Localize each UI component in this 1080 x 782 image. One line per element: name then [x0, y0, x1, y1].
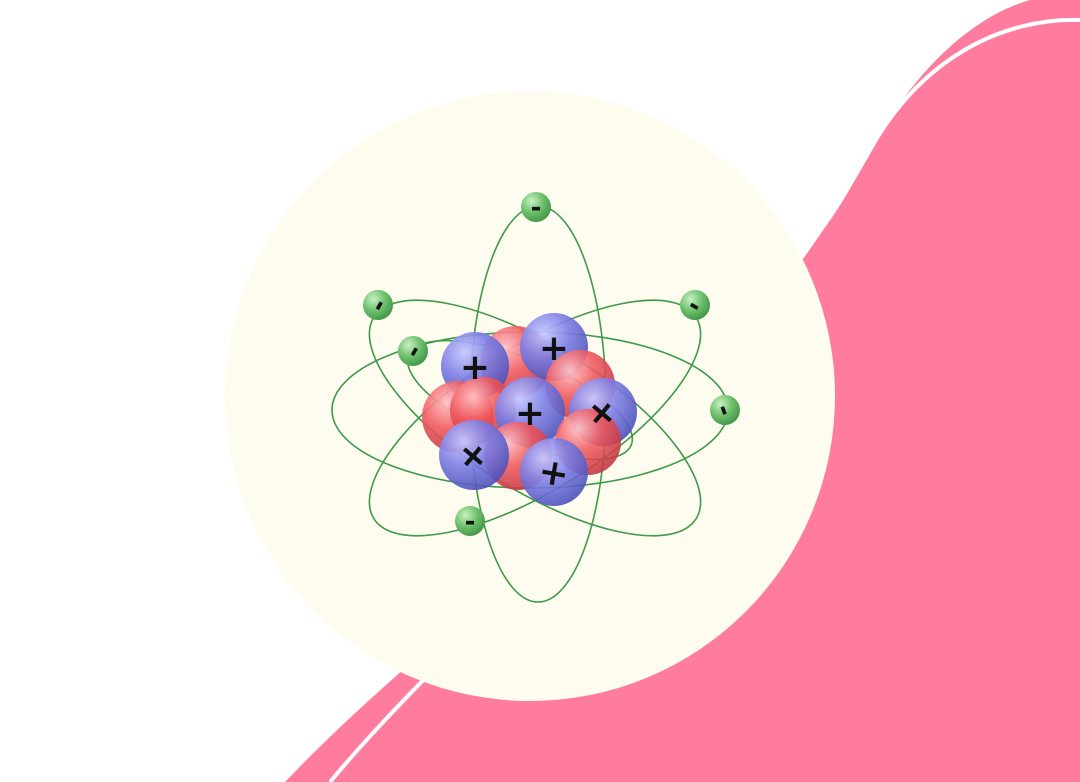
electron-sign: - — [531, 193, 542, 223]
proton-sign: + — [515, 393, 545, 434]
nucleus — [422, 313, 637, 506]
electron-icon — [521, 192, 551, 222]
proton-icon — [520, 438, 588, 506]
electron-icon — [363, 290, 393, 320]
pink-background-shape — [285, 0, 1080, 782]
proton-sign: + — [460, 347, 490, 388]
proton-sign: + — [535, 451, 572, 497]
electrons — [363, 192, 740, 536]
electron-icon — [680, 290, 710, 320]
proton-sign: + — [539, 328, 569, 369]
proton-icon — [439, 420, 509, 490]
electron-icon — [398, 336, 428, 366]
electron-icon — [710, 395, 740, 425]
electron-icon — [455, 506, 485, 536]
electron-sign: - — [465, 507, 476, 537]
